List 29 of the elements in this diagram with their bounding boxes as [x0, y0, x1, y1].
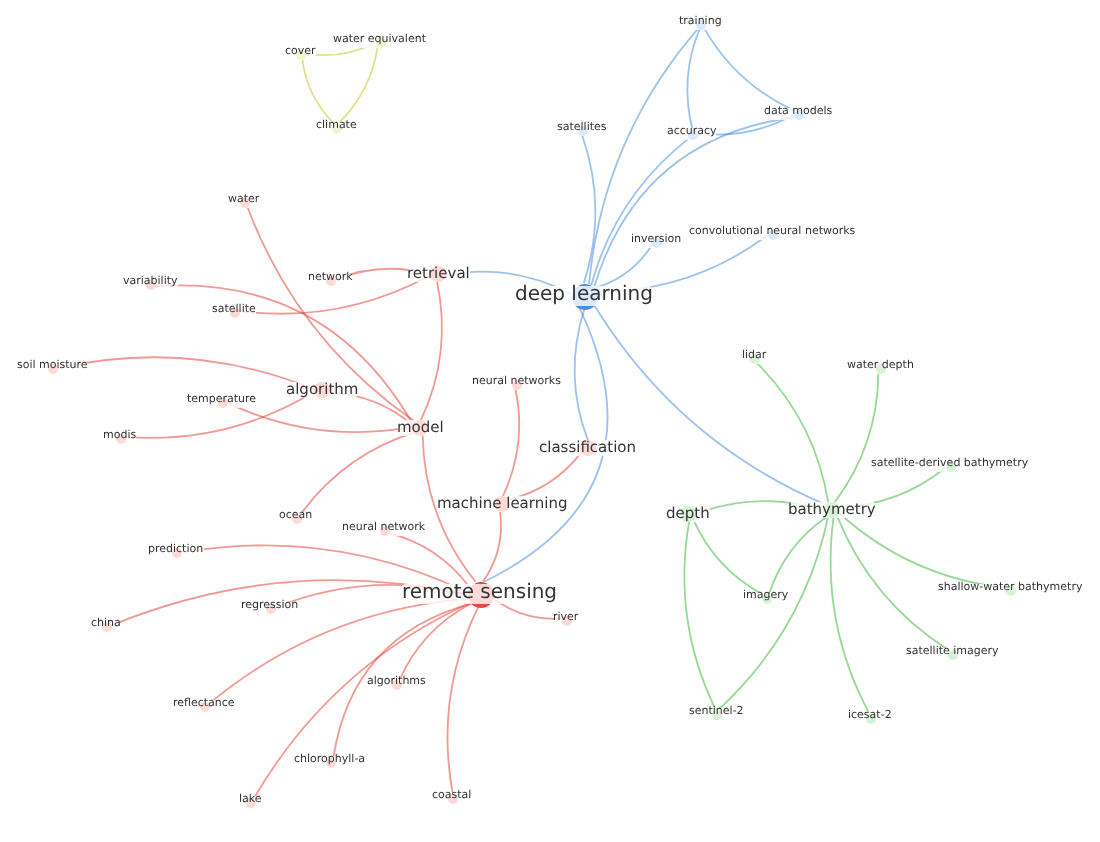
link-line [833, 371, 880, 504]
link-line [301, 57, 335, 125]
link-line [588, 27, 699, 285]
link-line [483, 307, 609, 583]
link-line [252, 601, 472, 800]
link-line [829, 516, 870, 714]
link-line [686, 28, 701, 130]
link-line [337, 45, 379, 125]
link-line [717, 516, 829, 711]
link-line [332, 602, 473, 760]
keyword-label: remote sensing [402, 584, 558, 604]
link-line [768, 515, 829, 595]
link-line [398, 602, 473, 682]
link-line [592, 303, 827, 506]
link-line [755, 361, 830, 504]
link-line [421, 434, 477, 583]
link-line [482, 510, 502, 583]
link-line [692, 518, 764, 596]
link-line [502, 388, 521, 497]
link-line [420, 281, 443, 421]
link-line [446, 606, 480, 794]
link-line [246, 205, 416, 423]
link-line [702, 26, 796, 112]
link-line [581, 134, 597, 284]
link-line [683, 521, 717, 710]
link-line [836, 515, 950, 652]
link-line [590, 137, 691, 287]
link-line [573, 308, 589, 441]
keyword-label: deep learning [515, 286, 653, 306]
